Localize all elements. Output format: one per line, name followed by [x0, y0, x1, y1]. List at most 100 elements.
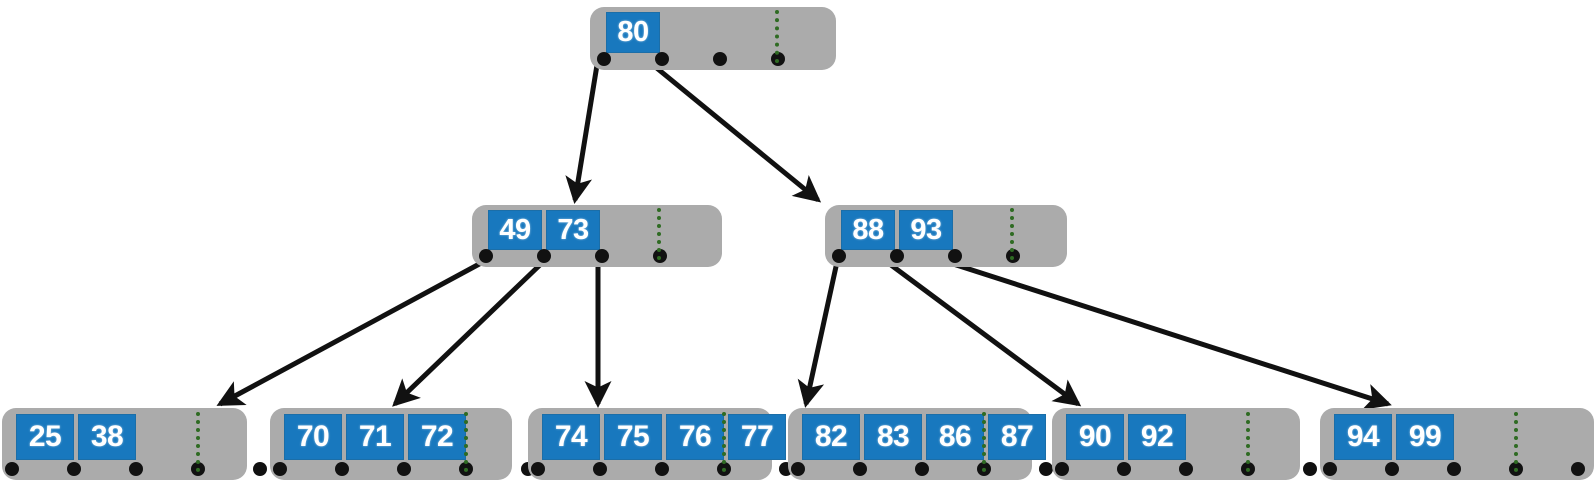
child-pointer-dot — [1447, 462, 1461, 476]
capacity-divider — [722, 412, 726, 472]
key-cell: 83 — [864, 414, 922, 460]
key-value: 25 — [28, 420, 62, 453]
key-cell: 93 — [899, 210, 953, 250]
tree-edge — [216, 259, 485, 407]
child-pointer-dot — [67, 462, 81, 476]
child-pointer-dot — [1303, 462, 1317, 476]
key-cell: 71 — [346, 414, 404, 460]
child-pointer-dot — [273, 462, 287, 476]
child-pointer-dot — [335, 462, 349, 476]
child-pointer-dot — [832, 249, 846, 263]
child-pointer-dot — [1323, 462, 1337, 476]
key-cell: 86 — [926, 414, 984, 460]
child-pointer-dot — [915, 462, 929, 476]
key-value: 87 — [1000, 420, 1034, 453]
key-cell: 90 — [1066, 414, 1124, 460]
key-cell: 74 — [542, 414, 600, 460]
key-cell: 73 — [546, 210, 600, 250]
capacity-divider — [1246, 412, 1250, 472]
key-value: 80 — [617, 16, 649, 48]
capacity-divider — [1514, 412, 1518, 472]
key-cell: 94 — [1334, 414, 1392, 460]
child-pointer-dot — [1055, 462, 1069, 476]
btree-node-leaf-3: 74 75 76 77 — [528, 408, 793, 480]
key-cell: 77 — [728, 414, 786, 460]
key-value: 90 — [1078, 420, 1112, 453]
tree-edge — [392, 260, 545, 407]
child-pointer-dot — [397, 462, 411, 476]
capacity-divider — [1010, 208, 1014, 260]
key-value: 38 — [90, 420, 124, 453]
btree-node-internal-left: 49 73 — [472, 205, 722, 267]
key-value: 73 — [557, 213, 589, 246]
tree-edge — [885, 259, 1082, 407]
child-pointer-dot — [1117, 462, 1131, 476]
key-cell: 88 — [841, 210, 895, 250]
btree-node-leaf-5: 90 92 — [1052, 408, 1317, 480]
child-pointer-dot — [655, 462, 669, 476]
key-cell: 70 — [284, 414, 342, 460]
key-cell: 72 — [408, 414, 466, 460]
key-value: 94 — [1346, 420, 1380, 453]
key-value: 83 — [876, 420, 910, 453]
key-value: 86 — [938, 420, 972, 453]
key-cell: 99 — [1396, 414, 1454, 460]
capacity-divider — [464, 412, 468, 472]
child-pointer-dot — [595, 249, 609, 263]
btree-node-root: 80 — [590, 7, 836, 70]
key-value: 93 — [910, 213, 942, 246]
key-cell: 49 — [488, 210, 542, 250]
btree-node-leaf-4: 82 83 86 87 — [788, 408, 1053, 480]
tree-edge — [651, 63, 822, 203]
key-cell: 76 — [666, 414, 724, 460]
key-value: 75 — [616, 420, 650, 453]
capacity-divider — [982, 412, 986, 472]
child-pointer-dot — [593, 462, 607, 476]
child-pointer-dot — [713, 52, 727, 66]
btree-node-leaf-6: 94 99 — [1320, 408, 1594, 480]
child-pointer-dot — [5, 462, 19, 476]
capacity-divider — [775, 10, 779, 63]
child-pointer-dot — [531, 462, 545, 476]
btree-node-leaf-1: 25 38 — [2, 408, 267, 480]
child-pointer-dot — [948, 249, 962, 263]
child-pointer-dot — [1179, 462, 1193, 476]
key-value: 72 — [420, 420, 454, 453]
key-cell: 82 — [802, 414, 860, 460]
key-value: 77 — [740, 420, 774, 453]
key-cell: 25 — [16, 414, 74, 460]
child-pointer-dot — [853, 462, 867, 476]
key-cell: 75 — [604, 414, 662, 460]
tree-edge — [797, 261, 840, 408]
btree-node-internal-right: 88 93 — [825, 205, 1067, 267]
child-pointer-dot — [1385, 462, 1399, 476]
key-value: 92 — [1140, 420, 1174, 453]
btree-node-leaf-2: 70 71 72 — [270, 408, 535, 480]
key-value: 99 — [1408, 420, 1442, 453]
child-pointer-dot — [537, 249, 551, 263]
child-pointer-dot — [129, 462, 143, 476]
child-pointer-dot — [791, 462, 805, 476]
child-pointer-dot — [253, 462, 267, 476]
key-value: 76 — [678, 420, 712, 453]
tree-edge — [565, 64, 600, 204]
key-value: 71 — [358, 420, 392, 453]
child-pointer-dot — [1571, 462, 1585, 476]
key-cell: 80 — [606, 12, 660, 53]
tree-edge — [946, 259, 1392, 410]
key-value: 82 — [814, 420, 848, 453]
key-cell: 87 — [988, 414, 1046, 460]
key-value: 74 — [554, 420, 588, 453]
key-cell: 92 — [1128, 414, 1186, 460]
capacity-divider — [657, 208, 661, 260]
child-pointer-dot — [1039, 462, 1053, 476]
child-pointer-dot — [655, 52, 669, 66]
child-pointer-dot — [890, 249, 904, 263]
key-cell: 38 — [78, 414, 136, 460]
key-value: 49 — [499, 213, 531, 246]
capacity-divider — [196, 412, 200, 472]
child-pointer-dot — [479, 249, 493, 263]
key-value: 88 — [852, 213, 884, 246]
child-pointer-dot — [597, 52, 611, 66]
